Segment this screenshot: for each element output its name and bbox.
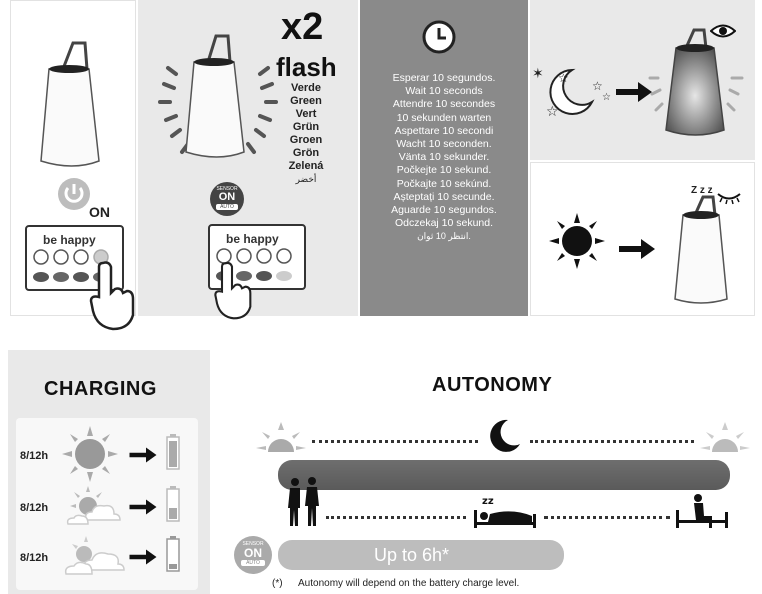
- color-word: Vert: [295, 108, 317, 120]
- battery-low-icon: [166, 536, 180, 572]
- battery-half-icon: [166, 486, 180, 522]
- sunset-icon: [256, 422, 306, 454]
- lamp-off-illustration: [671, 195, 731, 307]
- sunrise-icon: [700, 422, 750, 454]
- battery-full-icon: [166, 434, 180, 470]
- dotted-line: [530, 440, 694, 443]
- autonomy-title: AUTONOMY: [432, 374, 553, 396]
- lamp-glowing-illustration: [648, 28, 744, 140]
- arrow-right-icon: [616, 80, 652, 104]
- lamp-illustration: [37, 39, 107, 169]
- svg-text:☆: ☆: [602, 92, 611, 103]
- dotted-line: [544, 516, 670, 519]
- footnote-mark: (*): [272, 578, 283, 589]
- color-word: Groen: [289, 134, 323, 146]
- arrow-right-icon: [128, 548, 158, 566]
- pointing-hand-icon: [85, 259, 137, 331]
- color-word: Grün: [292, 121, 320, 133]
- moon-icon: [486, 418, 522, 454]
- svg-text:☆: ☆: [558, 71, 569, 85]
- cloudy-icon: [62, 536, 126, 576]
- svg-text:☆: ☆: [592, 79, 603, 93]
- charging-title: CHARGING: [44, 378, 157, 400]
- charge-time: 8/12h: [20, 502, 49, 514]
- autonomy-duration-label: Up to 6h*: [374, 545, 450, 565]
- clock-icon: [422, 20, 456, 54]
- color-word: أخضر: [295, 174, 317, 184]
- step1-panel: ON be happy: [10, 0, 136, 331]
- charge-time: 8/12h: [20, 450, 49, 462]
- dotted-line: [312, 440, 478, 443]
- partly-cloudy-icon: [62, 486, 122, 526]
- pointing-hand-icon: [206, 260, 258, 320]
- charging-panel: CHARGING 8/12h 8/12h 8/12h: [8, 350, 210, 594]
- flash-color-list: Verde Green Vert Grün Groen Grön Zelená …: [268, 82, 344, 186]
- svg-text:✶: ✶: [532, 66, 544, 82]
- svg-text:☆: ☆: [546, 104, 559, 120]
- charge-time: 8/12h: [20, 552, 49, 564]
- remote-label: be happy: [43, 233, 96, 247]
- step2-panel: x2 flash Verde Green Vert Grün Groen Grö…: [138, 0, 358, 320]
- arrow-right-icon: [619, 237, 655, 261]
- color-word: Zelená: [288, 160, 324, 172]
- day-mode-panel: Z z z: [530, 162, 755, 316]
- color-word: Verde: [291, 82, 321, 94]
- lamp-flashing-illustration: [154, 32, 284, 172]
- dotted-line: [326, 516, 466, 519]
- autonomy-panel: AUTONOMY zz: [214, 350, 762, 594]
- sleep-z-icon: Z z z: [691, 185, 713, 196]
- closed-eye-icon: [717, 191, 741, 205]
- autonomy-duration-bar: Up to 6h*: [278, 540, 564, 570]
- footnote-text: Autonomy will depend on the battery char…: [298, 578, 520, 589]
- wait-instructions: Esperar 10 segundos. Wait 10 seconds Att…: [391, 72, 497, 242]
- arrow-right-icon: [128, 498, 158, 516]
- flash-word: flash: [276, 52, 337, 82]
- power-icon: [57, 177, 91, 211]
- step3-panel: Esperar 10 segundos. Wait 10 seconds Att…: [360, 0, 528, 316]
- color-word: Grön: [292, 147, 320, 159]
- night-mode-panel: ✶ ☆ ☆ ☆ ☆: [530, 0, 755, 160]
- color-word: Green: [290, 95, 322, 107]
- arrow-right-icon: [128, 446, 158, 464]
- night-duration-bar: [278, 460, 730, 490]
- sun-icon: [62, 426, 118, 482]
- sensor-on-badge: SENSOR ON AUTO: [210, 182, 244, 216]
- on-label: ON: [89, 204, 110, 220]
- eye-icon: [710, 22, 736, 40]
- moon-stars-icon: ✶ ☆ ☆ ☆ ☆: [532, 62, 612, 122]
- person-sitting-on-bed-icon: [674, 494, 730, 528]
- svg-text:zz: zz: [482, 496, 494, 507]
- people-standing-icon: [286, 476, 322, 528]
- remote-label: be happy: [226, 232, 279, 246]
- sensor-on-badge: SENSOR ON AUTO: [234, 536, 272, 574]
- flash-count: x2: [281, 6, 324, 48]
- sun-icon: [549, 213, 605, 269]
- sleeping-person-icon: zz: [472, 494, 538, 528]
